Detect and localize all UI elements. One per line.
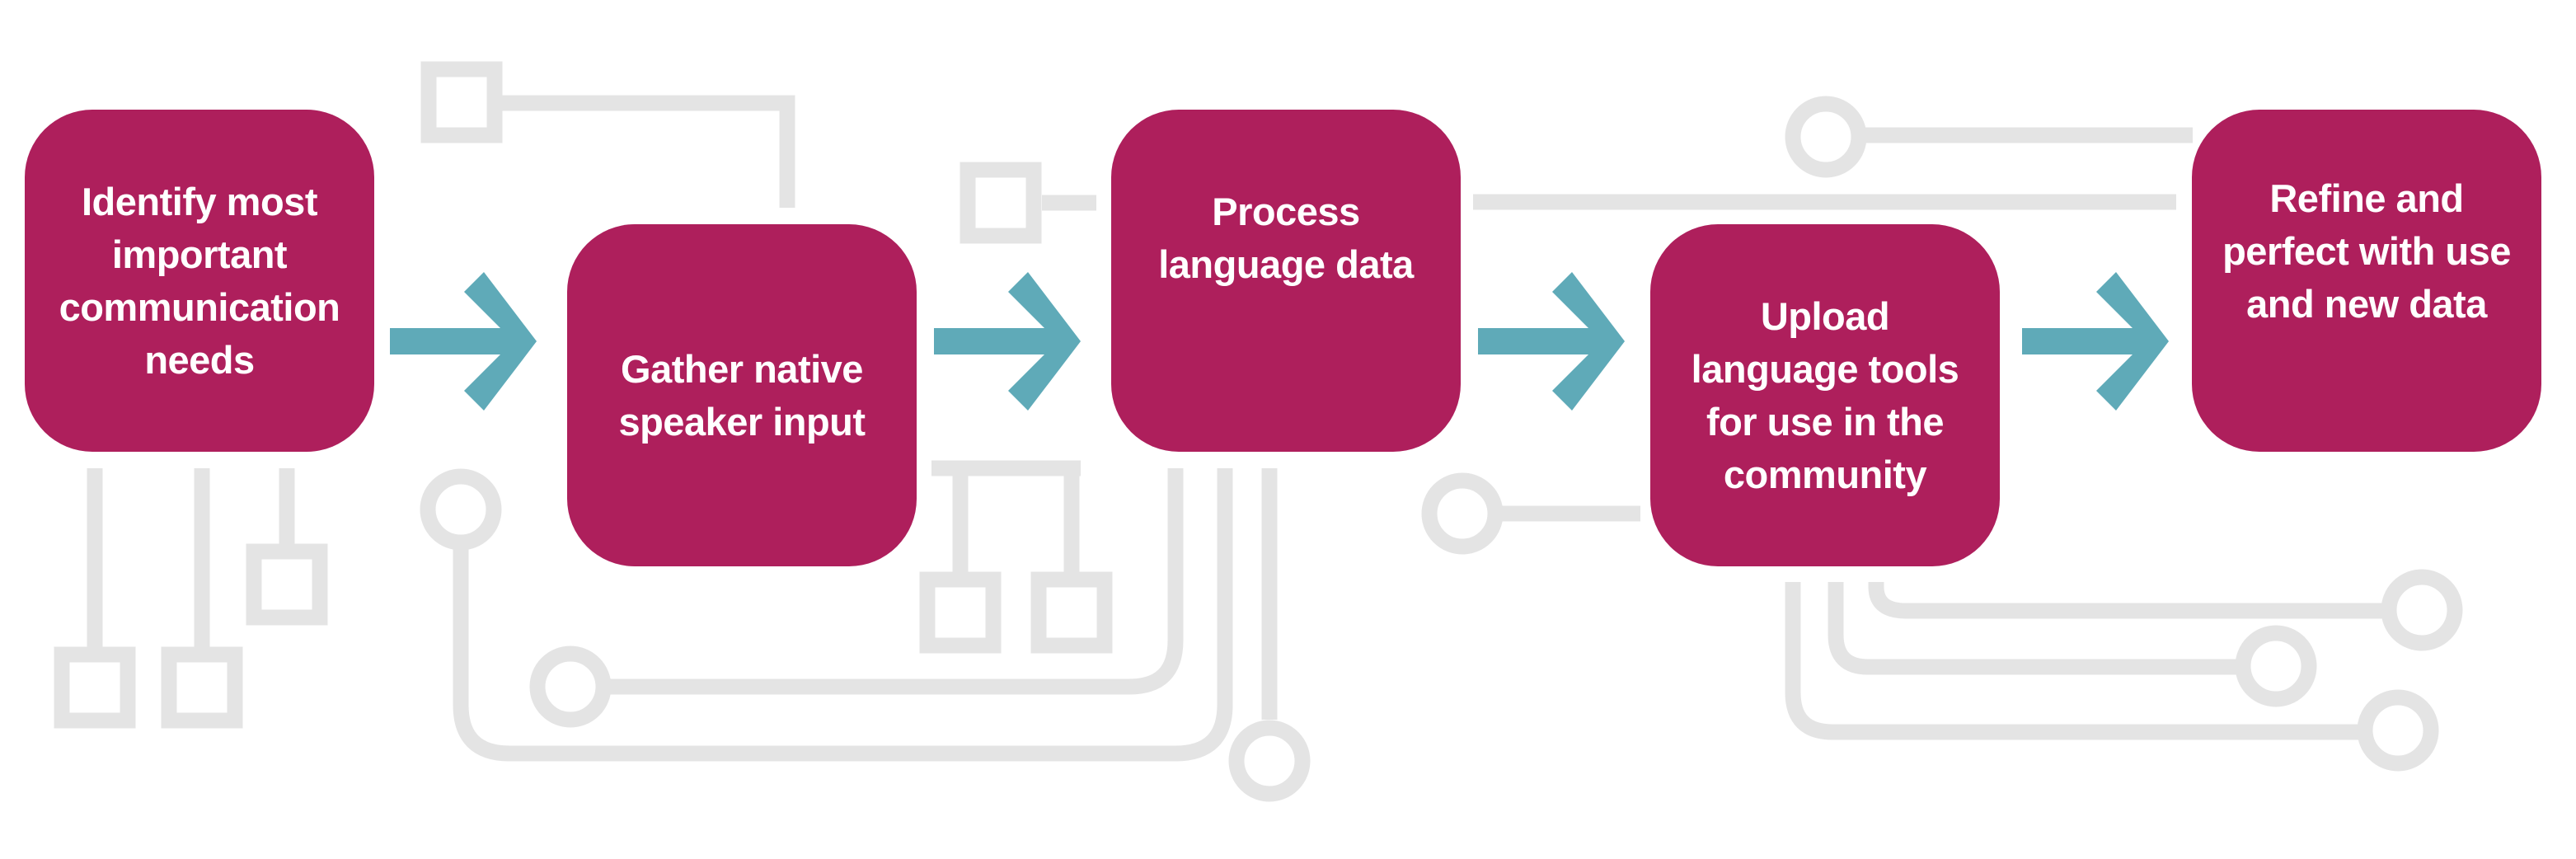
trace-line [502,95,795,208]
trace-mid-top [960,162,1096,244]
trace-square-pad [919,571,1002,654]
step-label-line: and new data [2246,281,2487,326]
step-label: Identify most important communication ne… [59,176,340,387]
trace-circle-pad [2381,569,2463,651]
trace-line [603,468,1184,695]
step-label: Upload language tools for use in the com… [1692,290,1959,501]
step-label-line: communication [59,284,340,329]
step-label-line: language tools [1691,346,1959,391]
step-label-line: speaker input [618,399,866,444]
step-label-line: Process [1212,189,1360,233]
step-3-process-data: Process language data [1111,110,1461,452]
step-2-gather-input: Gather native speaker input [567,224,917,566]
trace-circle-pad [2235,625,2317,707]
step-label-line: for use in the [1706,399,1945,444]
step-label-line: Refine and [2269,176,2464,220]
step-label-line: Gather native [621,346,863,391]
trace-top-right [1473,96,2193,210]
trace-circle-pad [1785,96,1867,178]
connector-3-4 [1478,272,1625,411]
step-label: Gather native speaker input [618,343,866,448]
step-label-line: Identify most [82,179,317,223]
trace-bottom-right [1785,569,2463,772]
step-label-line: Upload [1760,293,1890,338]
step-label-line: important [111,232,288,276]
arrow-right-icon [2022,272,2169,411]
trace-line [1828,582,2243,675]
step-label: Process language data [1158,185,1414,291]
trace-circle-pad [529,645,612,728]
trace-circle-pad [2357,689,2439,772]
step-label: Refine and perfect with use and new data [2222,172,2511,331]
trace-square-pad [1030,571,1113,654]
trace-circle-pad [1228,720,1311,802]
connector-1-2 [390,272,537,411]
connector-2-3 [934,272,1081,411]
trace-line [1785,582,2365,740]
trace-bottom-left [54,468,328,729]
trace-bottom-mid [420,460,1311,802]
trace-line [453,468,1233,762]
trace-mid-right [1421,472,1640,555]
step-4-upload-tools: Upload language tools for use in the com… [1650,224,2000,566]
step-5-refine: Refine and perfect with use and new data [2192,110,2541,452]
step-label-line: perfect with use [2222,228,2511,273]
arrow-right-icon [1478,272,1625,411]
step-label-line: language data [1158,242,1414,286]
trace-square-pad [246,543,328,626]
arrow-right-icon [934,272,1081,411]
trace-line [1868,582,2389,619]
arrow-right-icon [390,272,537,411]
trace-square-pad [420,61,503,143]
connector-4-5 [2022,272,2169,411]
trace-square-pad [54,646,136,729]
trace-circle-pad [420,468,502,551]
step-1-identify-needs: Identify most important communication ne… [25,110,374,452]
step-label-line: needs [144,337,255,382]
trace-square-pad [161,646,243,729]
step-label-line: community [1723,452,1927,496]
trace-square-pad [960,162,1042,244]
trace-top-left [420,61,795,208]
trace-circle-pad [1421,472,1504,555]
